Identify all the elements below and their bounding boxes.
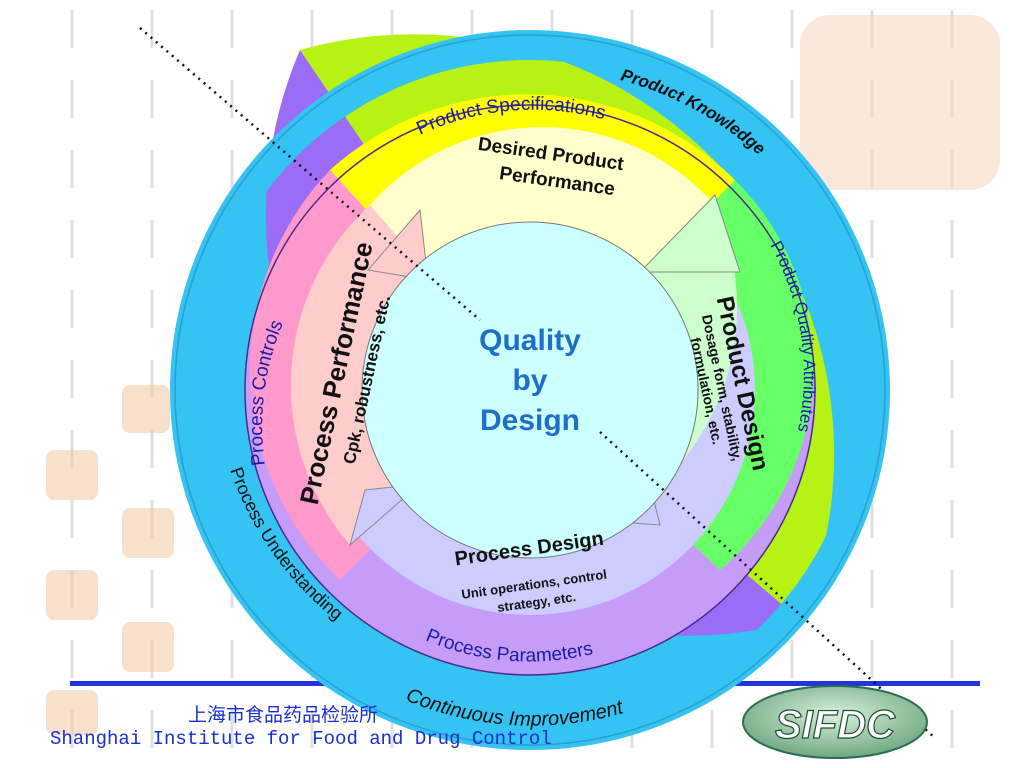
logo-text: SIFDC — [775, 703, 896, 747]
arrow-head-process-performance — [367, 208, 429, 281]
outer-rim — [170, 30, 890, 750]
logo-ellipse — [742, 685, 928, 759]
institute-name-chinese: 上海市食品药品检验所 — [188, 704, 379, 726]
center-line-2: by — [512, 364, 547, 397]
center-line-3: Design — [480, 404, 580, 437]
center-circle — [361, 221, 699, 559]
dotted-diagonal-lower — [599, 431, 936, 739]
watermark-seals — [46, 15, 1000, 735]
center-line-1: Quality — [479, 324, 581, 357]
dotted-diagonal-upper — [139, 27, 481, 321]
arrow-head-product-design — [638, 194, 741, 273]
sifdc-logo: SIFDC — [742, 685, 928, 759]
institute-name-english: Shanghai Institute for Food and Drug Con… — [50, 728, 552, 750]
